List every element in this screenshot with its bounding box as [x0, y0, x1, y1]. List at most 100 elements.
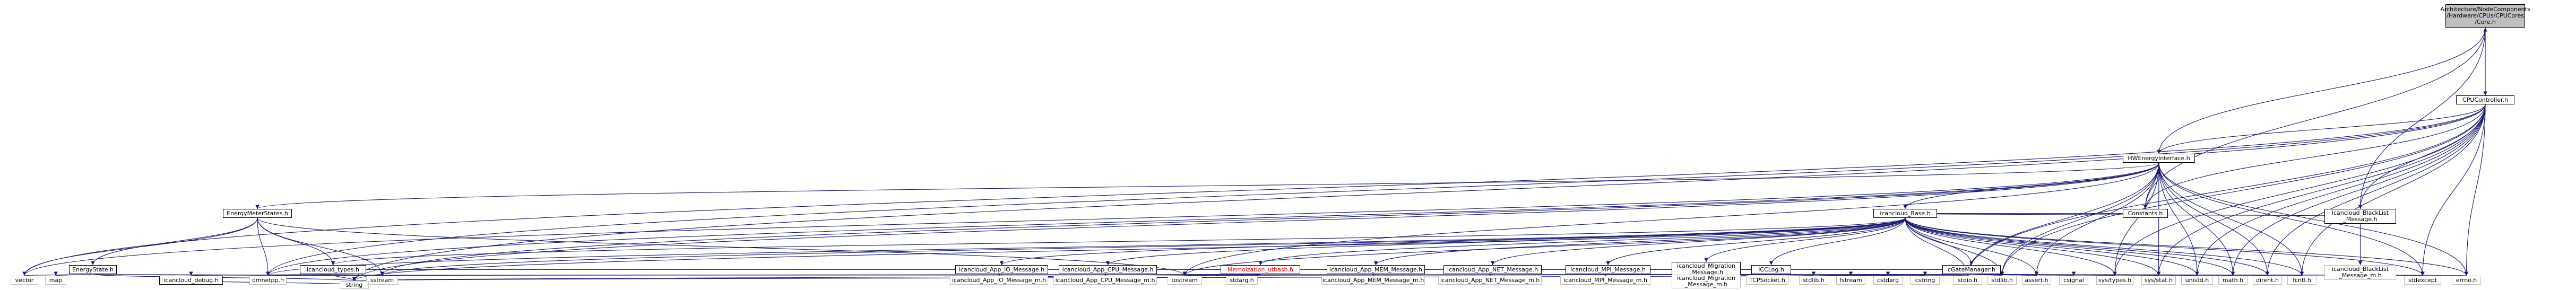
- edge-cgatemanager-to-stdio: [1965, 271, 1972, 276]
- edge-hwenergy-to-stdlib2: [2000, 162, 2159, 276]
- node-assert-h: assert.h: [2022, 276, 2051, 285]
- edge-energymeterstates-to-icancloud_types: [257, 217, 335, 266]
- edge-cpucontroller-to-blacklist: [2358, 104, 2486, 209]
- edge-hwenergy-to-assert: [2034, 162, 2159, 276]
- edge-icancloud_base-to-dirent: [1905, 217, 2270, 276]
- node-unistd-h: unistd.h: [2181, 276, 2213, 285]
- node-cgatemanager-h[interactable]: cGateManager.h: [1942, 265, 2001, 274]
- edge-icancloud_base-to-app_net: [1490, 217, 1906, 266]
- edge-hwenergy-to-iostream: [1182, 162, 2159, 276]
- edge-cgatemanager-to-iostream: [1184, 271, 1972, 276]
- node-sstream: sstream: [366, 276, 398, 285]
- node-fstream: fstream: [1836, 276, 1865, 285]
- edge-cpucontroller-to-dirent: [2265, 104, 2486, 276]
- node-stdarg-h: stdarg.h: [1226, 276, 1258, 285]
- node-omnetpp-h: omnetpp.h: [249, 276, 287, 285]
- edge-cpucontroller-to-omnetpp: [266, 104, 2486, 276]
- node-memoization-uthash-h[interactable]: Memoization_uthash.h: [1221, 265, 1300, 274]
- edge-hwenergy-to-dirent: [2158, 162, 2270, 276]
- edge-icancloud_base-to-fcntl: [1905, 217, 2304, 276]
- node-stdlib-h-2: stdlib.h: [1987, 276, 2017, 285]
- edge-icancloud_base-to-app_io: [999, 217, 1906, 266]
- node-app-cpu-message-h[interactable]: icancloud_App_CPU_Message.h: [1059, 265, 1157, 274]
- node-stdio-h: stdio.h: [1953, 276, 1982, 285]
- edge-hwenergy-to-fcntl: [2158, 162, 2304, 276]
- edge-cpucontroller-to-string: [352, 104, 2486, 282]
- node-cstdarg: cstdarg: [1873, 276, 1903, 285]
- edge-icancloud_base-to-math: [1905, 217, 2235, 276]
- edge-cpucontroller-to-constants: [2143, 104, 2486, 209]
- node-cpu-cores-core-h: Architecture/NodeComponents /Hardware/CP…: [2440, 4, 2530, 28]
- edge-icancloud_base-to-app_mem: [1373, 217, 1906, 266]
- node-stdexcept: stdexcept: [2404, 276, 2441, 285]
- edge-energymeterstates-to-energystate: [91, 217, 258, 266]
- node-icancloud-types-h[interactable]: icancloud_types.h: [300, 265, 366, 274]
- node-app-net-message-m-h: icancloud_App_NET_Message_m.h: [1438, 276, 1542, 285]
- node-app-io-message-h[interactable]: icancloud_App_IO_Message.h: [955, 265, 1048, 274]
- edge-icancloud_base-to-iostream: [1182, 217, 1906, 276]
- node-app-io-message-m-h: icancloud_App_IO_Message_m.h: [950, 276, 1048, 285]
- edge-hwenergy-to-string: [352, 162, 2159, 282]
- edge-cpucontroller-to-sysstat: [2156, 104, 2486, 276]
- edge-energymeterstates-to-vector: [22, 217, 258, 276]
- node-app-mem-message-h[interactable]: icancloud_App_MEM_Message.h: [1327, 265, 1425, 274]
- edge-icancloud_base-to-omnetpp: [266, 217, 1906, 276]
- edge-cpucores-to-constants: [2143, 27, 2486, 209]
- node-energymeterstates-h[interactable]: EnergyMeterStates.h: [223, 209, 292, 218]
- edge-icancloud_base-to-memoization: [1258, 217, 1906, 266]
- edge-cpucontroller-to-hwenergy: [2157, 104, 2486, 154]
- edge-hwenergy-to-omnetpp: [266, 162, 2159, 276]
- edge-cgatemanager-to-string: [353, 274, 1972, 282]
- node-constants-h[interactable]: Constants.h: [2123, 209, 2168, 218]
- node-icancloud-debug-h[interactable]: icancloud_debug.h: [159, 276, 223, 285]
- node-mpi-message-h[interactable]: icancloud_MPI_Message.h: [1566, 265, 1650, 274]
- node-icancloud-base-h[interactable]: icancloud_Base.h: [1873, 209, 1937, 218]
- edge-icancloud_base-to-assert: [1905, 217, 2039, 276]
- node-hwenergyinterface-h[interactable]: HWEnergyInterface.h: [2123, 154, 2195, 163]
- edge-icancloud_base-to-migration: [1704, 217, 1906, 262]
- node-mpi-message-m-h: icancloud_MPI_Message_m.h: [1560, 276, 1650, 285]
- node-app-cpu-message-m-h: icancloud_App_CPU_Message_m.h: [1053, 276, 1157, 285]
- node-migration-message-h[interactable]: icancloud_Migration _Message.h: [1672, 262, 1741, 277]
- node-sys-types-h: sys/types.h: [2096, 276, 2133, 285]
- node-csignal: csignal: [2059, 276, 2088, 285]
- edge-cpucontroller-to-stdexcept: [2421, 104, 2486, 276]
- edge-cpucontroller-to-errno: [2464, 104, 2486, 276]
- node-iostream: iostream: [1168, 276, 1202, 285]
- edge-icancloud_base-to-string: [352, 217, 1906, 282]
- edge-hwenergy-to-stdio: [1965, 162, 2159, 276]
- edge-icancloud_base-to-mpi: [1606, 217, 1906, 266]
- node-tcpsocket-h: TCPSocket.h: [1746, 276, 1788, 285]
- node-energystate-h[interactable]: EnergyState.h: [69, 265, 117, 274]
- edge-cgatemanager-to-errno: [1971, 271, 2467, 276]
- node-map: map: [45, 276, 66, 285]
- edge-hwenergy-to-math: [2158, 162, 2235, 276]
- edge-cpucontroller-to-math: [2231, 104, 2486, 276]
- node-blacklist-message-h[interactable]: icancloud_BlackList _Message.h: [2324, 209, 2396, 224]
- node-stdlib-h: stdlib.h: [1799, 276, 1828, 285]
- edge-cpucontroller-to-systypes: [2113, 104, 2486, 276]
- node-fcntl-h: fcntl.h: [2287, 276, 2316, 285]
- node-app-net-message-h[interactable]: icancloud_App_NET_Message.h: [1443, 265, 1542, 274]
- edge-icancloud_base-to-sysstat: [1905, 217, 2161, 276]
- node-sys-stat-h: sys/stat.h: [2141, 276, 2176, 285]
- edge-hwenergy-to-vector: [22, 162, 2159, 276]
- edge-hwenergy-to-sstream: [380, 162, 2159, 276]
- node-cpucontroller-h[interactable]: CPUController.h: [2456, 95, 2514, 104]
- node-vector: vector: [11, 276, 38, 285]
- edge-hwenergy-to-errno: [2158, 162, 2469, 276]
- edge-icancloud_base-to-icclog: [1769, 217, 1906, 266]
- node-math-h: math.h: [2218, 276, 2247, 285]
- edge-hwenergy-to-energymeterstates: [255, 162, 2159, 209]
- node-dirent-h: dirent.h: [2253, 276, 2282, 285]
- edge-icancloud_base-to-sstream: [380, 217, 1906, 276]
- edge-cpucontroller-to-stdlib2: [2000, 104, 2486, 276]
- node-string: string: [340, 281, 369, 289]
- node-icclog-h[interactable]: ICCLog.h: [1751, 265, 1791, 274]
- edge-cpucontroller-to-fcntl: [2300, 104, 2486, 276]
- node-blacklist-message-m-h: icancloud_BlackList _Message_m.h: [2324, 265, 2396, 280]
- edge-cpucontroller-to-unistd: [2195, 104, 2486, 276]
- edge-icancloud_base-to-icancloud_types: [331, 217, 1906, 266]
- edge-energystate-to-string: [92, 274, 356, 282]
